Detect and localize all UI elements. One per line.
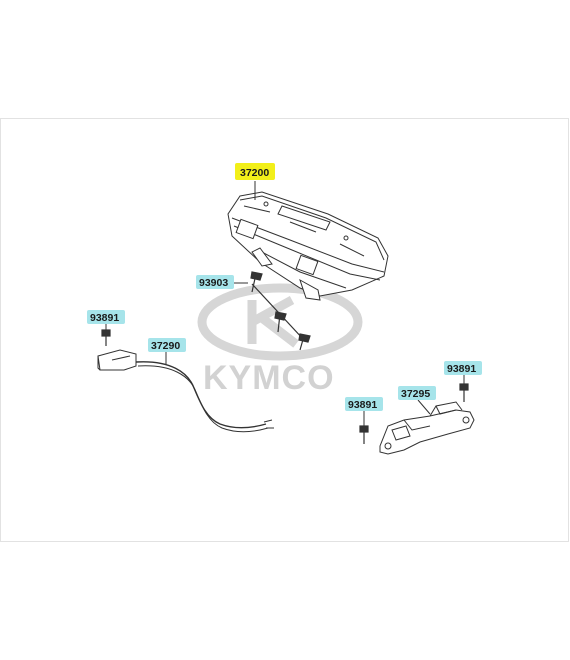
part-number-text: 93903: [199, 277, 228, 289]
speed-sensor-cable: [97, 349, 274, 433]
leader-lines: [105, 181, 465, 426]
part-label-37290[interactable]: 37290: [148, 338, 186, 352]
part-label-37295[interactable]: 37295: [398, 386, 436, 400]
speedometer-assembly: [227, 191, 389, 301]
right-screw: [459, 383, 469, 402]
left-screw: [101, 329, 111, 346]
sensor-bracket: [379, 401, 475, 455]
part-number-text: 93891: [447, 363, 476, 375]
diagram-frame: [0, 118, 569, 542]
part-number-text: 37290: [151, 340, 180, 352]
meter-screws: [250, 271, 311, 351]
part-number-text: 37200: [240, 167, 269, 179]
middle-screw: [359, 425, 369, 444]
part-number-text: 93891: [90, 312, 119, 324]
kymco-watermark-logo: KYMCO: [197, 283, 363, 397]
part-label-93891-middle[interactable]: 93891: [345, 397, 383, 411]
part-label-37200[interactable]: 37200: [235, 163, 275, 180]
watermark-brand-text: KYMCO: [203, 359, 335, 397]
part-number-text: 93891: [348, 399, 377, 411]
part-label-93891-left[interactable]: 93891: [87, 310, 125, 324]
part-label-93903[interactable]: 93903: [196, 275, 234, 289]
part-label-93891-right[interactable]: 93891: [444, 361, 482, 375]
part-number-text: 37295: [401, 388, 430, 400]
